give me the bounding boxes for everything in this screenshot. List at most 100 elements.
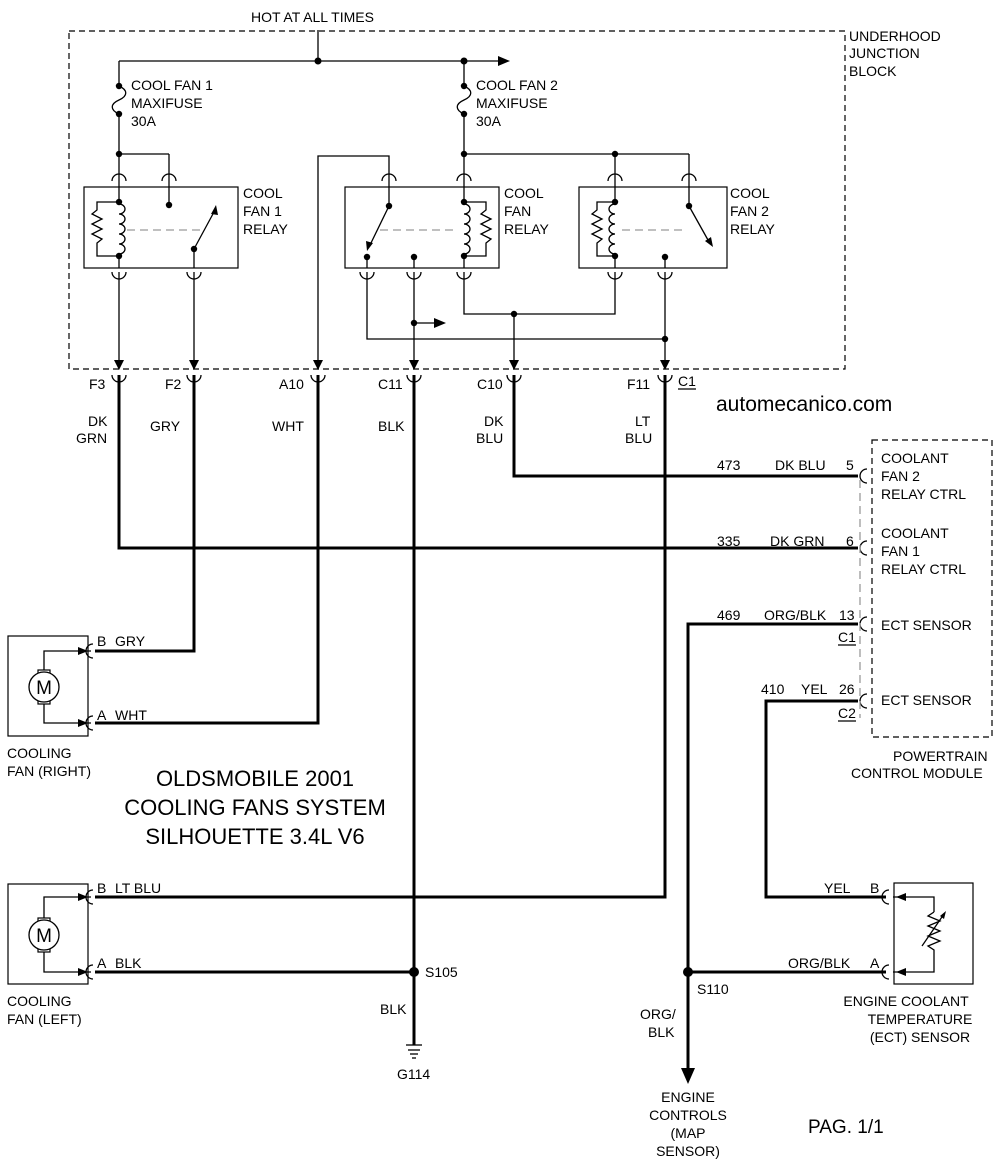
power-bus xyxy=(119,30,510,66)
eng-wire-color-2: BLK xyxy=(648,1024,675,1040)
pcm-circuit: 335 xyxy=(717,533,741,549)
pin-label: F2 xyxy=(165,376,182,392)
pcm-label: ECT SENSOR xyxy=(881,617,972,633)
relay-2-label-1: COOL xyxy=(504,185,544,201)
pcm-label: FAN 1 xyxy=(881,543,920,559)
junction-block-title-1: UNDERHOOD xyxy=(849,28,941,44)
ect-wire-color: YEL xyxy=(824,880,851,896)
thermistor-icon xyxy=(926,911,942,955)
resistor-icon xyxy=(590,201,615,257)
splice-label: S110 xyxy=(697,981,729,997)
wire-color: BLK xyxy=(378,418,405,434)
pin-labels: F3 F2 A10 C11 C10 F11 xyxy=(89,376,650,392)
fan-pin: B xyxy=(97,633,106,649)
ect-title-1: ENGINE COOLANT xyxy=(843,993,969,1009)
pcm-pin: 6 xyxy=(846,533,854,549)
title-line-1: OLDSMOBILE 2001 xyxy=(156,766,354,791)
wire-color: BLU xyxy=(625,430,652,446)
connector-c1-label: C1 xyxy=(678,373,696,389)
watermark: automecanico.com xyxy=(716,393,892,416)
relay-coil-icon xyxy=(608,203,616,255)
diagram-title: OLDSMOBILE 2001 COOLING FANS SYSTEM SILH… xyxy=(124,766,386,849)
cool-fan-1-relay: COOL FAN 1 RELAY xyxy=(83,173,289,280)
relay-2-label-3: RELAY xyxy=(504,221,550,237)
pcm-pin: 26 xyxy=(839,681,855,697)
pcm-wire-color: DK BLU xyxy=(775,457,826,473)
pcm-connector: C2 xyxy=(838,705,856,721)
fan-right-title-1: COOLING xyxy=(7,745,72,761)
junction-block-title-3: BLOCK xyxy=(849,63,897,79)
fuse-2-label-2: MAXIFUSE xyxy=(476,95,548,111)
wire-color: BLU xyxy=(476,430,503,446)
pcm-label: RELAY CTRL xyxy=(881,561,966,577)
relay-1-label-1: COOL xyxy=(243,185,283,201)
fuse-icon xyxy=(111,85,127,115)
cooling-fan-left: M B LT BLU A BLK COOLING FAN (LEFT) xyxy=(7,880,161,1027)
fuse-icon xyxy=(456,85,472,115)
ground-label: G114 xyxy=(397,1066,430,1082)
relay-1-label-3: RELAY xyxy=(243,221,289,237)
fan-wire-color: GRY xyxy=(115,633,146,649)
pcm-label: COOLANT xyxy=(881,450,949,466)
fuse-2-label-1: COOL FAN 2 xyxy=(476,77,558,93)
fan-left-title-2: FAN (LEFT) xyxy=(7,1011,82,1027)
relay-coil-icon xyxy=(118,203,126,255)
relay-coil-icon xyxy=(463,203,471,255)
splice-s105: S105 BLK xyxy=(380,964,458,1017)
fan-pin: A xyxy=(97,707,107,723)
switch-contact-icon xyxy=(193,211,215,250)
fan-pin: A xyxy=(97,955,107,971)
powertrain-control-module: 473 DK BLU 5 COOLANT FAN 2 RELAY CTRL 33… xyxy=(717,439,993,781)
switch-contact-icon xyxy=(369,205,390,246)
switch-contact-icon xyxy=(688,205,709,241)
pcm-connector: C1 xyxy=(838,629,856,645)
engine-controls: ENGINE CONTROLS (MAP SENSOR) xyxy=(649,1089,727,1159)
relay-1-label-2: FAN 1 xyxy=(243,203,282,219)
relay-2-label-2: FAN xyxy=(504,203,531,219)
pin-label: F11 xyxy=(627,376,650,392)
pcm-wire-color: DK GRN xyxy=(770,533,824,549)
pin-label: F3 xyxy=(89,376,106,392)
fan-wire-color: LT BLU xyxy=(115,880,161,896)
ground-wire-color: BLK xyxy=(380,1001,407,1017)
cool-fan-2-maxifuse: COOL FAN 2 MAXIFUSE 30A xyxy=(456,61,558,154)
arrow-right-icon xyxy=(498,56,510,66)
pcm-label: COOLANT xyxy=(881,525,949,541)
ground-g114: G114 xyxy=(397,1044,430,1082)
fuse-1-label-1: COOL FAN 1 xyxy=(131,77,213,93)
page-number: PAG. 1/1 xyxy=(808,1117,884,1138)
connector-c1: C1 xyxy=(111,373,696,390)
pcm-title-2: CONTROL MODULE xyxy=(851,765,983,781)
splice-label: S105 xyxy=(425,964,458,980)
ect-pin: A xyxy=(870,955,880,971)
pcm-pin: 5 xyxy=(846,457,854,473)
motor-icon xyxy=(28,671,60,703)
cooling-fan-right: M B GRY A WHT COOLING FAN (RIGHT) xyxy=(7,633,147,779)
ect-wire-color: ORG/BLK xyxy=(788,955,851,971)
fan-right-title-2: FAN (RIGHT) xyxy=(7,763,91,779)
pcm-circuit: 469 xyxy=(717,607,741,623)
motor-label: M xyxy=(36,926,52,947)
motor-label: M xyxy=(36,678,52,699)
fuse-2-label-3: 30A xyxy=(476,113,502,129)
eng-label-1: ENGINE xyxy=(661,1089,715,1105)
wire-color: WHT xyxy=(272,418,304,434)
cool-fan-relay: COOL FAN RELAY xyxy=(344,173,550,280)
eng-label-3: (MAP xyxy=(671,1125,706,1141)
wire-color: LT xyxy=(635,413,651,429)
arrow-down-icon xyxy=(681,1068,695,1084)
ect-title-2: TEMPERATURE xyxy=(868,1011,973,1027)
wire-color: GRN xyxy=(76,430,107,446)
wire-color-labels: DK GRN GRY WHT BLK DK BLU LT BLU xyxy=(76,413,652,446)
junction-internal-wiring xyxy=(114,272,670,370)
eng-label-4: SENSOR) xyxy=(656,1143,720,1159)
pcm-circuit: 473 xyxy=(717,457,741,473)
ect-pin: B xyxy=(870,880,879,896)
eng-label-2: CONTROLS xyxy=(649,1107,727,1123)
title-line-3: SILHOUETTE 3.4L V6 xyxy=(145,824,364,849)
fuse-1-label-3: 30A xyxy=(131,113,157,129)
cool-fan-2-relay: COOL FAN 2 RELAY xyxy=(578,173,776,280)
resistor-icon xyxy=(90,201,119,257)
harness-wires xyxy=(95,375,886,1070)
